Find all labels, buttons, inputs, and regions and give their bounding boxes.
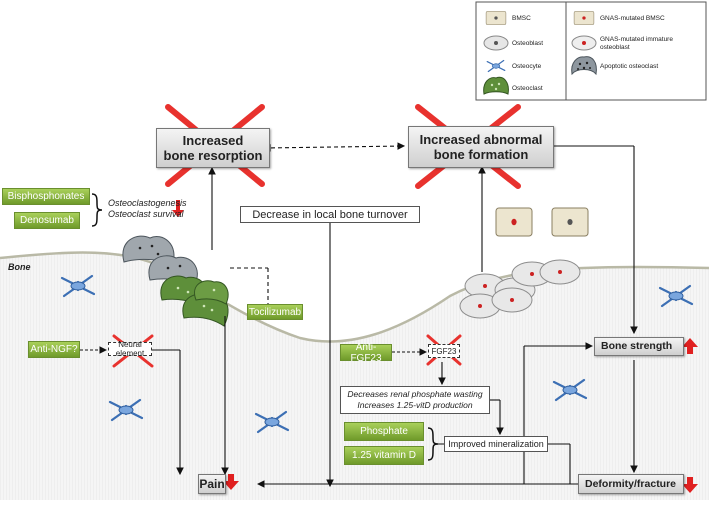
legend-label-gnas-bmsc: GNAS-mutated BMSC — [600, 15, 665, 22]
red-down-arrow-icon — [223, 474, 239, 490]
legend-apoptotic-osteoclast-icon — [571, 56, 597, 76]
increased-bone-resorption-box: Increased bone resorption — [156, 128, 270, 168]
neural-element-box: Neural element — [108, 340, 152, 358]
renal-line2: Increases 1.25-vitD production — [357, 400, 473, 410]
legend-label-gnas-osteoblast-line1: GNAS-mutated immature — [600, 36, 673, 43]
fgf23-box: FGF23 — [428, 344, 460, 358]
legend-bmsc-icon — [485, 11, 507, 25]
pain-box: Pain — [198, 474, 226, 494]
formation-line2: bone formation — [433, 147, 529, 162]
legend-osteoclast-icon — [483, 76, 509, 95]
curly-brace-icon — [427, 427, 439, 461]
legend-label-gnas-osteoblast-line2: osteoblast — [600, 44, 630, 51]
denosumab-drug-box: Denosumab — [14, 212, 80, 229]
legend-label-apoptotic-osteoclast: Apoptotic osteoclast — [600, 63, 659, 70]
effect-osteoclast-survival: Osteoclast survival — [108, 209, 184, 219]
legend-label-osteocyte: Osteocyte — [512, 63, 542, 70]
increased-abnormal-bone-formation-box: Increased abnormal bone formation — [408, 126, 554, 168]
deformity-fracture-box: Deformity/fracture — [578, 474, 684, 494]
resorption-line1: Increased — [182, 133, 244, 148]
legend-label-bmsc: BMSC — [512, 15, 531, 22]
gnas-bmsc-cell-1 — [495, 207, 533, 237]
vitamin-d-drug-box: 1.25 vitamin D — [344, 446, 424, 465]
bone-label: Bone — [8, 262, 31, 272]
legend-gnas-osteoblast-icon — [571, 35, 597, 51]
legend-label-osteoclast: Osteoclast — [512, 85, 543, 92]
legend-gnas-bmsc-icon — [573, 11, 595, 25]
red-down-arrow-icon — [682, 477, 698, 493]
bone-strength-box: Bone strength — [594, 337, 684, 356]
anti-ngf-drug-box: Anti-NGF? — [28, 341, 80, 358]
curly-brace-icon — [91, 193, 103, 227]
bisphosphonates-drug-box: Bisphosphonates — [2, 188, 90, 205]
anti-fgf23-drug-box: Anti-FGF23 — [340, 342, 392, 364]
renal-line1: Decreases renal phosphate wasting — [347, 389, 483, 399]
legend-osteoblast-icon — [483, 35, 509, 51]
phosphate-drug-box: Phosphate — [344, 422, 424, 441]
formation-line1: Increased abnormal — [419, 132, 543, 147]
local-turnover-box: Decrease in local bone turnover — [240, 206, 420, 223]
improved-mineralization-box: Improved mineralization — [444, 436, 548, 452]
osteoclast-cluster — [160, 275, 229, 327]
resorption-line2: bone resorption — [163, 148, 263, 163]
red-down-arrow-icon — [172, 200, 184, 217]
effect-osteoclastogenesis: Osteoclastogenesis — [108, 198, 187, 208]
renal-effects-box: Decreases renal phosphate wasting Increa… — [340, 386, 490, 414]
red-up-arrow-icon — [682, 338, 698, 354]
legend-label-osteoblast: Osteoblast — [512, 40, 544, 47]
tocilizumab-drug-box: Tocilizumab — [247, 304, 303, 320]
gnas-bmsc-cell-2 — [551, 207, 589, 237]
